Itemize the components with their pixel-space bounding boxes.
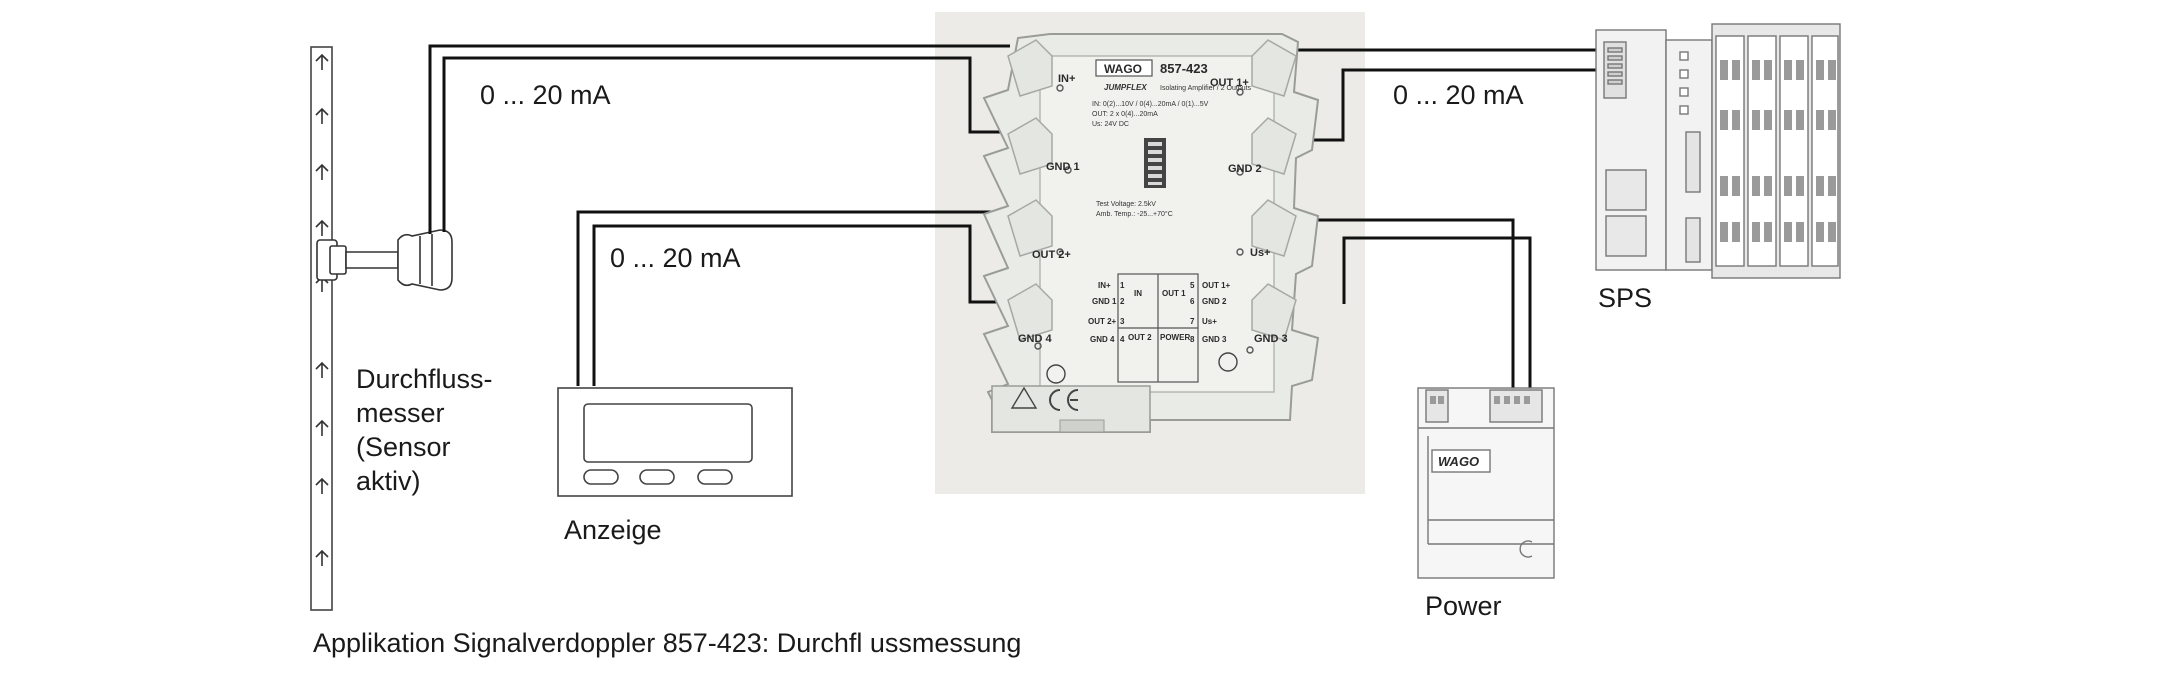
pin-number: 1: [1120, 281, 1125, 290]
pin-label: GND 3: [1202, 335, 1227, 344]
terminal-in-plus: IN+: [1058, 73, 1075, 85]
terminal-gnd3: GND 3: [1254, 333, 1288, 345]
pin-label: Us+: [1202, 317, 1217, 326]
pin-number: 4: [1120, 335, 1125, 344]
signal-doubler-module: [982, 33, 1320, 433]
spec-line: Us: 24V DC: [1092, 121, 1129, 128]
spec-line: IN: 0(2)...10V / 0(4)...20mA / 0(1)...5V: [1092, 101, 1209, 108]
display-label: Anzeige: [564, 515, 662, 545]
warning-icon: [1010, 386, 1038, 409]
pin-label: GND 1: [1092, 297, 1117, 306]
pin-number: 8: [1190, 335, 1195, 344]
power-brand-logo: WAGO: [1438, 454, 1479, 469]
pin-group: OUT 2: [1128, 333, 1152, 342]
pin-label: OUT 2+: [1088, 317, 1117, 326]
pin-label: GND 2: [1202, 297, 1227, 306]
signal-label-plc: 0 ... 20 mA: [1393, 80, 1524, 110]
test-line: Test Voltage: 2.5kV: [1096, 201, 1156, 208]
pin-group: OUT 1: [1162, 289, 1186, 298]
figure-caption: Applikation Signalverdoppler 857-423: Du…: [313, 628, 1022, 658]
signal-label-sensor: 0 ... 20 mA: [480, 80, 611, 110]
terminal-gnd4: GND 4: [1018, 333, 1053, 345]
pin-group: IN: [1134, 289, 1142, 298]
ul-mark-icon: [1218, 352, 1238, 372]
pin-group: POWER: [1160, 333, 1190, 342]
terminal-gnd1: GND 1: [1046, 161, 1080, 173]
terminal-out2-plus: OUT 2+: [1032, 249, 1071, 261]
terminal-out1-plus: OUT 1+: [1210, 77, 1249, 89]
ce-mark-icon: [1049, 389, 1079, 411]
pin-number: 6: [1190, 297, 1195, 306]
signal-label-display: 0 ... 20 mA: [610, 243, 741, 273]
test-line: Amb. Temp.: -25...+70°C: [1096, 210, 1173, 218]
module-series: JUMPFLEX: [1104, 83, 1147, 92]
terminal-us-plus: Us+: [1250, 247, 1271, 259]
pin-number: 5: [1190, 281, 1195, 290]
terminal-gnd2: GND 2: [1228, 163, 1262, 175]
module-model: 857-423: [1160, 61, 1208, 76]
pin-number: 2: [1120, 297, 1125, 306]
sensor-label: Durchfluss- messer (Sensor aktiv): [356, 364, 493, 496]
pin-number: 7: [1190, 317, 1195, 326]
pin-label: OUT 1+: [1202, 281, 1231, 290]
module-subtitle: Isolating Amplifier / 2 Outputs: [1160, 85, 1252, 92]
power-label: Power: [1425, 591, 1502, 621]
pin-label: IN+: [1098, 281, 1111, 290]
pipe: [310, 46, 333, 611]
plc-label: SPS: [1598, 283, 1653, 313]
sensor-probe-icon: [316, 229, 453, 291]
plc-device: [1595, 23, 1841, 279]
module-text: WAGO 857-423 JUMPFLEX Isolating Amplifie…: [1018, 61, 1288, 345]
wires: [428, 44, 1602, 390]
module-brand: WAGO: [1104, 62, 1142, 76]
display-device: [557, 387, 793, 497]
spec-line: OUT: 2 x 0(4)...20mA: [1092, 111, 1158, 118]
pin-number: 3: [1120, 317, 1125, 326]
pin-label: GND 4: [1090, 335, 1115, 344]
power-supply-device: WAGO: [1417, 387, 1555, 579]
